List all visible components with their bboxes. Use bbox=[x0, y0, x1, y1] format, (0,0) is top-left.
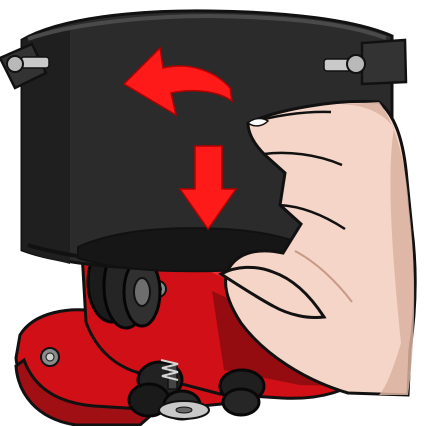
lower-arm-bolt-core bbox=[46, 353, 54, 361]
right-clip-body bbox=[362, 40, 406, 84]
foot-5 bbox=[223, 389, 259, 415]
right-clip-screw-head bbox=[347, 55, 365, 73]
left-clip-screw bbox=[21, 57, 49, 68]
metal-washer-hole bbox=[176, 407, 192, 413]
left-clip-screw-head bbox=[7, 56, 23, 72]
roller-hub bbox=[134, 278, 150, 306]
